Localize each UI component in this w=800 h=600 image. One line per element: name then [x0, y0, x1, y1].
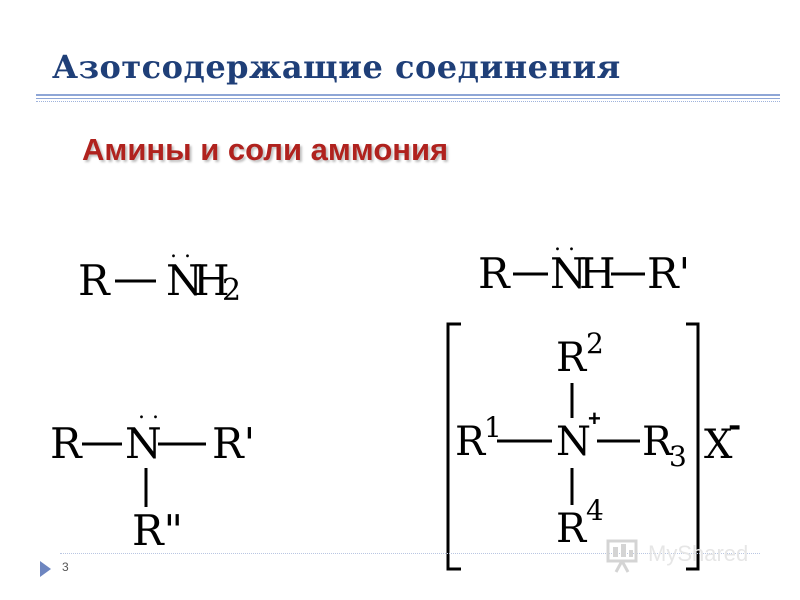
- page-number: 3: [62, 560, 69, 574]
- tertiary-r-prime: R': [212, 419, 255, 468]
- secondary-hydrogen: H: [579, 249, 616, 298]
- secondary-nitrogen: N: [550, 249, 587, 298]
- secondary-amine-formula: R N H R' . .: [478, 231, 690, 298]
- ammonium-nitrogen: N: [556, 419, 591, 465]
- anion-x: X: [704, 422, 733, 468]
- ammonium-r-bottom-index: 4: [586, 494, 604, 527]
- tertiary-lone-pair: . .: [138, 399, 159, 424]
- secondary-lone-pair: . .: [554, 231, 575, 256]
- title-underline-thin: [36, 98, 780, 99]
- title-underline-dotted: [36, 101, 780, 102]
- primary-h-index: 2: [222, 273, 241, 308]
- primary-amine-formula: R N H 2 . .: [78, 238, 241, 308]
- primary-nitrogen: N: [166, 256, 203, 305]
- primary-hydrogen: H: [193, 256, 230, 305]
- tertiary-r-double-prime: R": [132, 506, 183, 555]
- ammonium-r-top-index: 2: [586, 327, 604, 360]
- right-bracket: [686, 322, 700, 571]
- ammonium-r-right: R: [642, 419, 674, 465]
- presentation-board-icon: [606, 539, 638, 573]
- slide-subtitle: Амины и соли аммония: [82, 132, 449, 167]
- ammonium-r-left: R: [455, 419, 487, 465]
- primary-r: R: [78, 256, 111, 305]
- ammonium-r-top: R: [556, 335, 588, 381]
- tertiary-nitrogen: N: [125, 419, 162, 468]
- ammonium-salt-formula: R 2 R 1 N + R 3 R 4 X -: [446, 322, 741, 571]
- tertiary-amine-formula: R N R' R" . .: [50, 399, 255, 555]
- ammonium-r-bottom: R: [556, 506, 588, 552]
- secondary-r: R: [478, 249, 511, 298]
- title-underline: [36, 94, 780, 96]
- footer-arrow-icon: [40, 561, 51, 577]
- anion-charge: -: [728, 406, 741, 444]
- secondary-r-prime: R': [647, 249, 690, 298]
- tertiary-r: R: [50, 419, 83, 468]
- ammonium-charge: +: [588, 406, 601, 431]
- watermark-text: MyShared: [648, 541, 749, 566]
- slide-title: Азотсодержащие соединения: [52, 48, 621, 86]
- footer-divider: [60, 553, 760, 554]
- left-bracket: [446, 322, 461, 571]
- primary-lone-pair: . .: [170, 238, 191, 263]
- ammonium-r-left-index: 1: [484, 411, 502, 444]
- ammonium-r-right-index: 3: [669, 440, 687, 473]
